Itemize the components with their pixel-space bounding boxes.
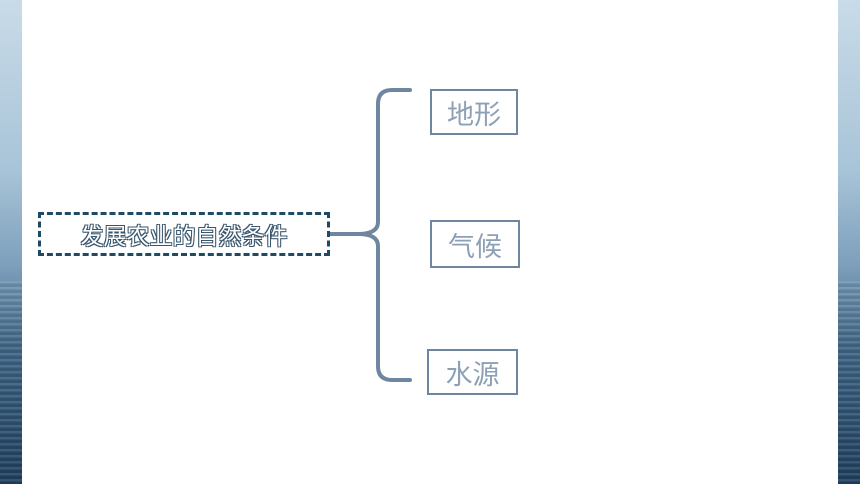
branch-label-water: 水源 xyxy=(445,359,500,391)
curly-brace xyxy=(356,88,412,382)
root-node: 发展农业的自然条件 xyxy=(38,212,330,256)
branch-node-water: 水源 xyxy=(427,349,518,395)
root-node-label: 发展农业的自然条件 xyxy=(80,224,288,250)
branch-label-terrain: 地形 xyxy=(447,99,501,131)
left-sea-strip xyxy=(0,0,22,484)
branch-label-climate: 气候 xyxy=(448,231,502,263)
branch-node-terrain: 地形 xyxy=(430,89,518,135)
right-sea-strip xyxy=(838,0,860,484)
branch-node-climate: 气候 xyxy=(430,220,520,268)
